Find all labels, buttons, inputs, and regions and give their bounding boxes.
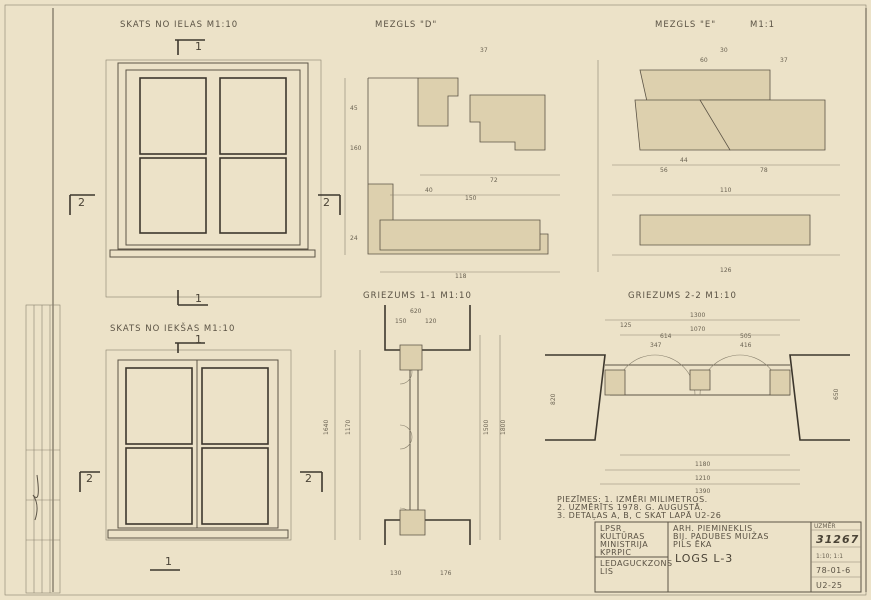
title-view-inside: SKATS NO IEKŠAS M1:10 [110,322,235,334]
title-node-scale: M1:1 [750,20,775,30]
label-text: 30 [720,47,728,54]
label-text: 416 [740,342,752,349]
signature [32,474,39,521]
label-text: 130 [390,570,402,577]
label-text: ARH. PIEMINEKLIS [673,524,753,533]
window-view-street [105,59,322,298]
label-text: 1390 [695,488,710,495]
label-text: KPRPIC [600,548,631,557]
window-view-inside [105,349,292,541]
label-text: 1 [195,292,203,305]
label-text: 1 [195,40,203,53]
label-text: 126 [720,267,732,274]
label-text: UZMĒR [814,523,836,530]
label-text: 620 [410,308,422,315]
label-text: 2. UZMĒRĪTS 1978. G. AUGUSTĀ. [557,502,703,512]
title-section-1: GRIEZUMS 1-1 M1:10 [363,291,472,301]
label-text: 347 [650,342,662,349]
label-text: 24 [350,235,358,242]
title-section-2: GRIEZUMS 2-2 M1:10 [628,291,737,301]
label-text: 150 [395,318,407,325]
label-text: 1800 [500,420,507,435]
label-text: 176 [440,570,452,577]
label-text: LEDAGUCKZONS [600,559,673,568]
label-text: 37 [780,57,788,64]
title-node-d: MEZGLS "D" [375,20,437,30]
drawing-number: 31267 [816,533,859,546]
label-text: 2 [86,472,94,485]
label-text: 37 [480,47,488,54]
left-stamp-strip [25,304,61,594]
section-2-2: 1300 1070 614 347 505 416 125 1180 1210 … [545,312,850,495]
label-text: 1300 [690,312,705,319]
label-text: 60 [700,57,708,64]
label-text: LPSR [600,524,622,533]
label-text: 56 [660,167,668,174]
label-text: 505 [740,333,752,340]
label-text: 1 [195,333,203,346]
title-block: LPSR KULTŪRAS MINISTRIJA KPRPIC LEDAGUCK… [594,521,862,593]
drawing-title: LOGS L-3 [675,552,733,565]
label-text: 1:10; 1:1 [816,553,843,560]
label-text: 1180 [695,461,710,468]
label-text: 44 [680,157,688,164]
label-text: 1 [165,555,173,568]
label-text: 40 [425,187,433,194]
label-text: 2 [305,472,313,485]
label-text: LIS [600,567,613,576]
label-text: 78-01-6 [816,566,851,575]
label-text: 1210 [695,475,710,482]
label-text: 150 [465,195,477,202]
label-text: KULTŪRAS [600,531,645,541]
sheet-number: U2-25 [816,581,843,590]
node-e-detail: 30 60 37 44 56 78 110 126 [612,47,840,274]
label-text: PIEZĪMES: 1. IZMĒRI MILIMETROS. [557,494,708,504]
section-1-1: 620 150 120 1640 1170 1500 1800 130 176 [323,305,507,577]
label-text: 160 [350,145,362,152]
label-text: 614 [660,333,672,340]
section-marks: 1 1 2 2 1 1 2 2 [69,39,341,571]
label-text: 1070 [690,326,705,333]
label-text: 118 [455,273,467,280]
label-text: 1170 [345,420,352,435]
title-node-e: MEZGLS "E" [655,20,716,30]
label-text: MINISTRIJA [600,540,648,549]
label-text: 120 [425,318,437,325]
label-text: BIJ. PADUBES MUIŽAS [673,530,769,541]
label-text: 3. DETAĻAS A, B, C SKAT LAPĀ U2-26 [557,510,721,521]
label-text: 1640 [323,420,330,435]
label-text: 1500 [483,420,490,435]
label-text: 110 [720,187,732,194]
label-text: 820 [550,393,557,405]
label-text: PILS ĒKA [673,539,712,549]
label-text: 72 [490,177,498,184]
title-view-street: SKATS NO IELAS M1:10 [120,20,238,30]
label-text: 125 [620,322,632,329]
label-text: 2 [78,196,86,209]
notes: PIEZĪMES: 1. IZMĒRI MILIMETROS. 2. UZMĒR… [557,494,721,521]
label-text: 78 [760,167,768,174]
label-text: 650 [833,388,840,400]
label-text: 45 [350,105,358,112]
label-text: 2 [323,196,331,209]
node-d-detail: 37 118 72 40 150 45 160 24 [344,47,599,280]
